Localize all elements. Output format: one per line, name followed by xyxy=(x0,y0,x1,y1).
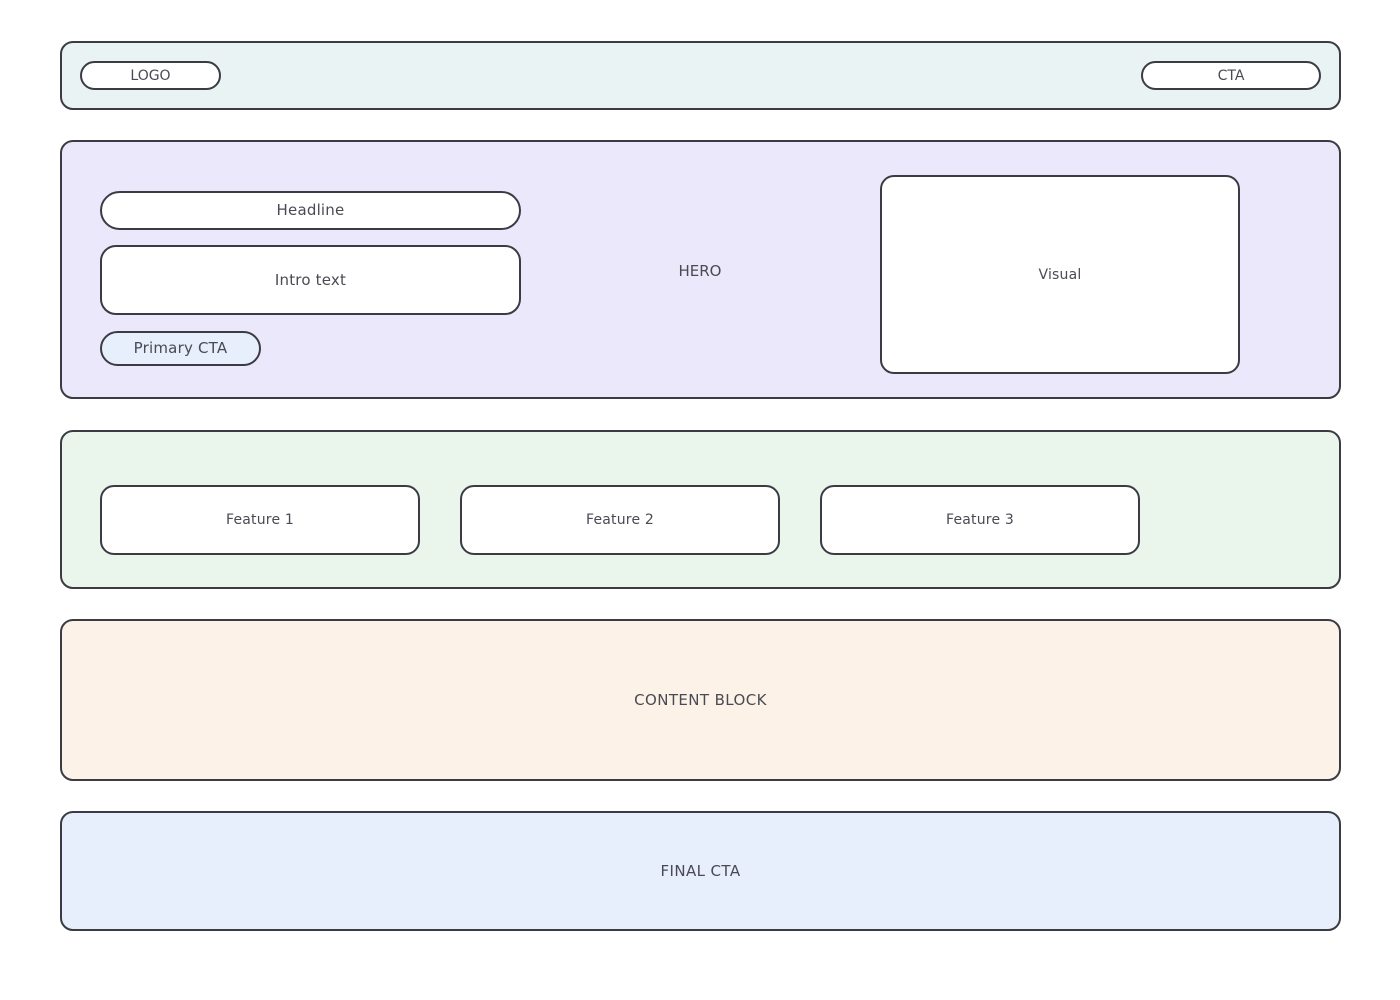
hero-primary-cta-label: Primary CTA xyxy=(133,339,228,357)
hero-visual-label: Visual xyxy=(1038,266,1082,283)
hero-headline-placeholder: Headline xyxy=(100,191,521,230)
feature-card-1[interactable]: Feature 1 xyxy=(100,485,420,555)
content-block-section: CONTENT BLOCK xyxy=(60,619,1341,781)
logo-pill[interactable]: LOGO xyxy=(80,61,221,90)
header-cta-button[interactable]: CTA xyxy=(1141,61,1321,90)
hero-headline-label: Headline xyxy=(276,201,345,219)
hero-visual-placeholder: Visual xyxy=(880,175,1240,374)
hero-intro-label: Intro text xyxy=(274,270,347,289)
content-block-label: CONTENT BLOCK xyxy=(634,690,767,709)
logo-label: LOGO xyxy=(130,67,171,84)
feature-card-2-label: Feature 2 xyxy=(585,512,655,528)
hero-primary-cta-button[interactable]: Primary CTA xyxy=(100,331,261,366)
feature-card-2[interactable]: Feature 2 xyxy=(460,485,780,555)
feature-card-1-label: Feature 1 xyxy=(225,512,295,528)
final-cta-section[interactable]: FINAL CTA xyxy=(60,811,1341,931)
feature-card-3[interactable]: Feature 3 xyxy=(820,485,1140,555)
feature-card-3-label: Feature 3 xyxy=(945,512,1015,528)
header-section xyxy=(60,41,1341,110)
final-cta-label: FINAL CTA xyxy=(660,861,741,880)
hero-section-label: HERO xyxy=(678,262,722,280)
header-cta-label: CTA xyxy=(1217,67,1245,84)
hero-intro-placeholder: Intro text xyxy=(100,245,521,315)
